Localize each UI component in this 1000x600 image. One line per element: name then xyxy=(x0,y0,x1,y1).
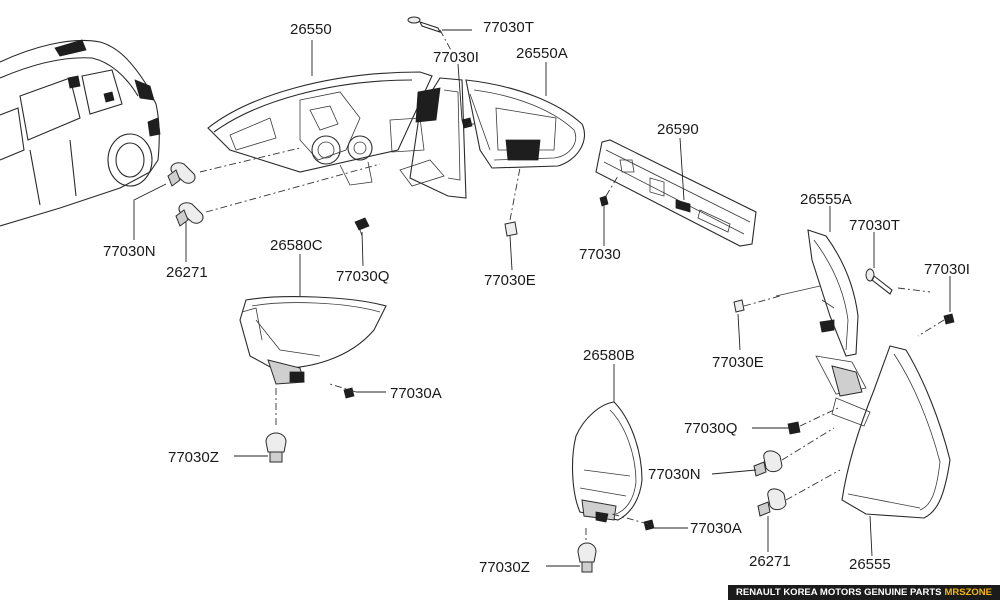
label-77030N-right: 77030N xyxy=(648,466,701,483)
label-77030Q-left: 77030Q xyxy=(336,268,390,285)
label-26555: 26555 xyxy=(849,556,891,573)
vehicle-outline xyxy=(0,39,161,227)
inner-lamp-26550A xyxy=(465,79,585,169)
bulb-26271-left xyxy=(175,202,204,227)
label-77030Z-left: 77030Z xyxy=(168,449,219,466)
inner-lamp-26555A xyxy=(775,229,859,357)
screw-77030I-right xyxy=(943,313,955,325)
footer-text: RENAULT KOREA MOTORS GENUINE PARTS xyxy=(736,587,942,598)
label-77030E-mid: 77030E xyxy=(484,272,536,289)
screw-77030I-top xyxy=(461,117,473,129)
label-77030Z-right: 77030Z xyxy=(479,559,530,576)
label-26550A: 26550A xyxy=(516,45,568,62)
bulb-77030N-right xyxy=(753,450,783,477)
screw-77030A-right xyxy=(643,519,655,531)
clip-77030Q-top xyxy=(354,217,370,237)
screw-77030T-right xyxy=(865,268,893,295)
label-77030N-left: 77030N xyxy=(103,243,156,260)
bumper-lamp-26580B xyxy=(572,401,643,523)
alignment-lines xyxy=(199,29,945,540)
label-77030T-top: 77030T xyxy=(483,19,534,36)
label-77030I-right: 77030I xyxy=(924,261,970,278)
label-26580B: 26580B xyxy=(583,347,635,364)
bulb-77030N-left xyxy=(167,162,196,187)
garnish-26590 xyxy=(595,139,757,247)
label-77030E-right: 77030E xyxy=(712,354,764,371)
bulb-77030Z-right xyxy=(577,542,597,573)
label-77030Q-right: 77030Q xyxy=(684,420,738,437)
label-26550: 26550 xyxy=(290,21,332,38)
bulb-77030Z-left xyxy=(265,432,287,463)
label-77030-mid: 77030 xyxy=(579,246,621,263)
bulb-26271-right xyxy=(757,488,787,517)
footer-brand: MRSZONE xyxy=(944,587,993,598)
label-26271-right: 26271 xyxy=(749,553,791,570)
label-77030A-right: 77030A xyxy=(690,520,742,537)
screw-77030-mid xyxy=(599,195,609,207)
label-26590: 26590 xyxy=(657,121,699,138)
clip-77030E-right xyxy=(733,299,745,313)
clip-77030E-mid xyxy=(504,221,518,237)
label-77030T-right: 77030T xyxy=(849,217,900,234)
label-77030I-top: 77030I xyxy=(433,49,479,66)
clip-77030Q-right xyxy=(787,421,801,435)
tail-lamp-26550 xyxy=(207,71,467,199)
label-26271-left: 26271 xyxy=(166,264,208,281)
screw-77030A-left xyxy=(343,387,355,399)
label-26555A: 26555A xyxy=(800,191,852,208)
bumper-lamp-26580C xyxy=(239,296,387,385)
tail-lamp-26555 xyxy=(815,345,951,519)
screw-77030T-top xyxy=(407,16,472,33)
leader-lines xyxy=(133,40,951,567)
label-26580C: 26580C xyxy=(270,237,323,254)
label-77030A-left: 77030A xyxy=(390,385,442,402)
